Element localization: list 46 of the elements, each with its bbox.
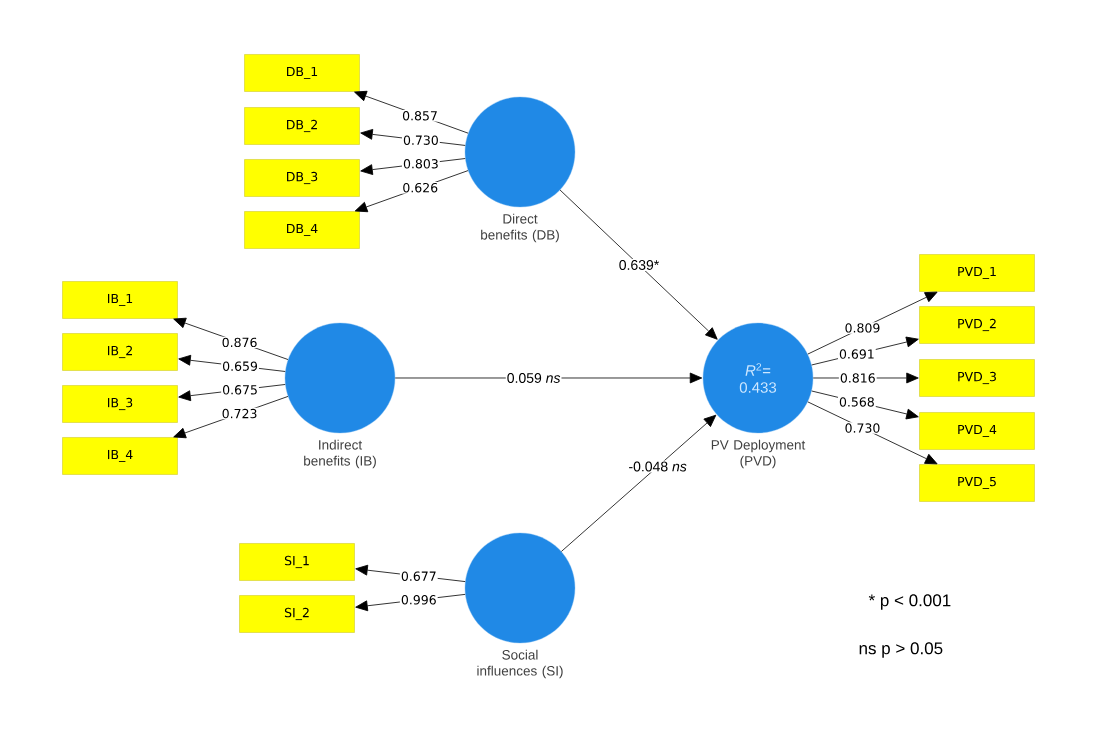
arrow <box>807 291 938 355</box>
arrow <box>354 170 469 213</box>
arrow <box>559 189 718 340</box>
indicator-box: PVD_5 <box>919 464 1035 502</box>
indicator-box: PVD_1 <box>919 254 1035 292</box>
arrow <box>561 414 717 552</box>
significance-note: * p < 0.001 <box>868 594 951 610</box>
indicator-box: PVD_2 <box>919 306 1035 344</box>
edge-label: 0.803 <box>402 158 440 170</box>
node-label: Social influences (SI) <box>477 649 563 679</box>
indicator-box: SI_1 <box>239 543 355 581</box>
edge-label: 0.723 <box>220 407 259 420</box>
edge-label: 0.809 <box>843 322 882 334</box>
edge-label: 0.816 <box>838 372 877 384</box>
indicator-box: IB_2 <box>62 333 178 371</box>
edge-label: 0.730 <box>402 134 440 146</box>
edge-label: 0.857 <box>401 110 439 122</box>
edge-label: 0.626 <box>401 181 440 194</box>
node-label: PV Deployment (PVD) <box>711 439 806 469</box>
indicator-box: DB_2 <box>244 107 360 145</box>
edge-label: 0.876 <box>220 336 259 349</box>
indicator-box: PVD_4 <box>919 412 1035 450</box>
edge-label: 0.059 ns <box>505 372 562 384</box>
edge-label: 0.659 <box>221 360 259 372</box>
edge-label: 0.677 <box>399 570 438 582</box>
indicator-box: IB_4 <box>62 437 178 475</box>
arrow <box>354 90 469 134</box>
edge-label: 0.730 <box>843 422 882 434</box>
arrow <box>173 396 289 439</box>
indicator-box: IB_3 <box>62 385 178 423</box>
indicator-box: SI_2 <box>239 595 355 633</box>
indicator-box: DB_1 <box>244 54 360 92</box>
indicator-box: DB_3 <box>244 159 360 197</box>
indicator-box: PVD_3 <box>919 359 1035 397</box>
significance-note: ns p > 0.05 <box>859 642 943 658</box>
edge-label: 0.996 <box>399 594 438 606</box>
arrow <box>807 401 938 465</box>
edge-label: 0.568 <box>837 396 876 408</box>
edge-label: 0.691 <box>837 348 876 360</box>
indicator-box: IB_1 <box>62 281 178 319</box>
node-label: Indirect benefits (IB) <box>304 439 376 469</box>
edge-label: 0.639* <box>617 259 661 271</box>
edge-label: 0.675 <box>221 384 259 396</box>
node-label: Direct benefits (DB) <box>481 213 559 243</box>
edge-label: -0.048 ns <box>627 460 688 473</box>
indicator-box: DB_4 <box>244 211 360 249</box>
